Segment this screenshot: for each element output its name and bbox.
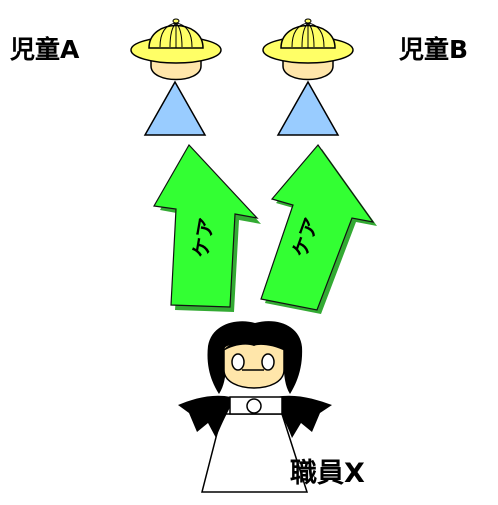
child-a-hat-icon	[130, 18, 222, 64]
child-b-body	[276, 80, 340, 136]
up-arrow-icon	[260, 144, 375, 311]
care-arrow-1: ケア	[153, 143, 261, 312]
care-arrow-2: ケア	[260, 144, 377, 314]
staff-x-figure	[178, 321, 332, 493]
staff-x-right-eye	[261, 353, 275, 371]
staff-x-right-sleeve	[274, 395, 332, 438]
child-b-label: 児童B	[399, 35, 469, 64]
child-a-body	[143, 80, 207, 136]
staff-x-left-sleeve	[178, 395, 233, 438]
up-arrow-icon	[153, 143, 259, 308]
staff-x-button	[246, 398, 262, 414]
child-b-hat-icon	[262, 18, 354, 64]
staff-x-left-eye	[231, 353, 245, 371]
staff-x-label: 職員X	[290, 458, 365, 489]
child-a-label: 児童A	[10, 35, 80, 64]
child-a-figure	[130, 18, 222, 136]
staff-x-bangs	[222, 338, 287, 352]
child-b-figure	[262, 18, 354, 136]
